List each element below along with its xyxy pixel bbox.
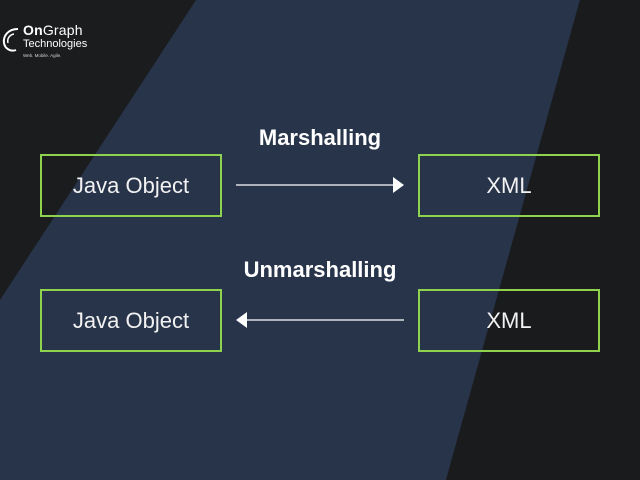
logo-tagline: Web. Mobile. Agile. <box>23 53 62 58</box>
logo-name-rest: Graph <box>42 22 83 38</box>
marshalling-target-box: XML <box>418 154 600 217</box>
marshalling-title: Marshalling <box>258 125 382 150</box>
logo-name: OnGraph <box>23 22 83 38</box>
arrow-right-icon <box>236 177 404 193</box>
diagonal-panel <box>0 0 580 480</box>
unmarshalling-target-box: Java Object <box>40 289 222 352</box>
logo-mark-icon <box>2 28 19 52</box>
logo-name-bold: On <box>23 22 43 38</box>
arrow-left-icon <box>236 312 404 328</box>
unmarshalling-title: Unmarshalling <box>243 257 397 282</box>
logo-name-line2: Technologies <box>23 38 88 50</box>
ongraph-logo: OnGraph Technologies Web. Mobile. Agile. <box>0 22 130 64</box>
unmarshalling-source-box: XML <box>418 289 600 352</box>
marshalling-source-box: Java Object <box>40 154 222 217</box>
diagonal-panel-shade <box>446 0 640 480</box>
